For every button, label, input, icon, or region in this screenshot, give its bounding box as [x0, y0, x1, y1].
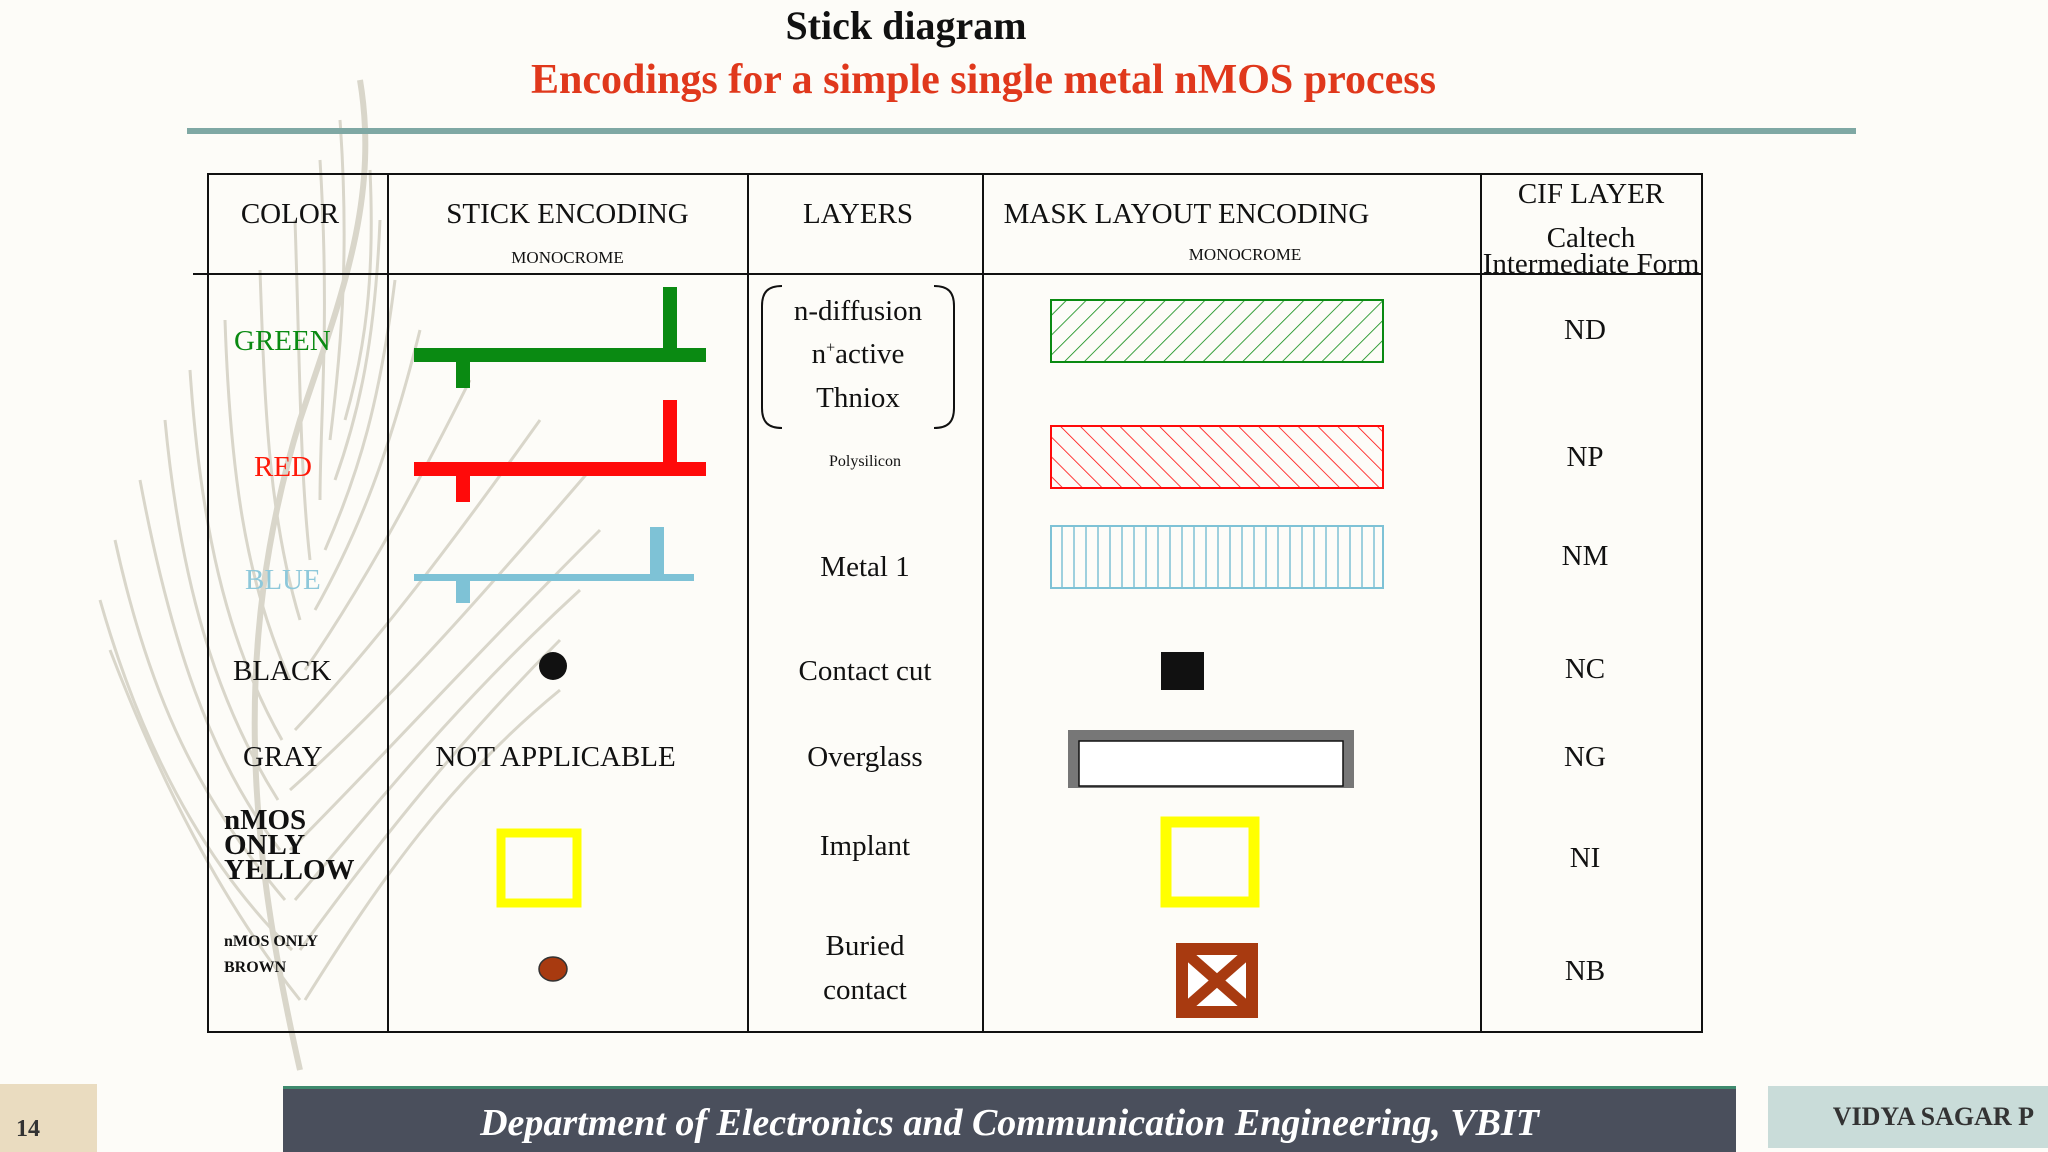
- layer-n-active-prefix: n: [811, 338, 827, 370]
- mask-blue-metal: [1050, 525, 1384, 589]
- slide-subtitle: Encodings for a simple single metal nMOS…: [531, 57, 1436, 103]
- layer-n-diffusion: n-diffusion: [793, 295, 923, 327]
- header-stick-sub: MONOCROME: [511, 248, 624, 267]
- color-blue: BLUE: [245, 564, 321, 596]
- table-header-rule: [193, 273, 1703, 275]
- header-cif-line1: CIF LAYER: [1517, 178, 1665, 210]
- mask-green-diffusion: [1050, 299, 1384, 363]
- table-border-left: [207, 173, 209, 1033]
- footer-page-number-box: 14: [0, 1084, 97, 1152]
- color-brown-label: nMOS ONLY BROWN: [224, 929, 318, 981]
- color-gray: GRAY: [243, 741, 323, 773]
- color-brown-line1: nMOS ONLY: [224, 933, 319, 950]
- table-divider-1: [387, 173, 389, 1033]
- table-border-top: [207, 173, 1703, 175]
- color-yellow-line3: YELLOW: [224, 854, 355, 886]
- header-mask-layout: MASK LAYOUT ENCODING: [1003, 198, 1370, 230]
- table-divider-3: [982, 173, 984, 1033]
- header-mask-sub: MONOCROME: [1188, 245, 1302, 264]
- stick-yellow-square: [496, 828, 582, 908]
- page-number: 14: [16, 1116, 40, 1142]
- mask-gray-overglass-inner: [1078, 740, 1344, 787]
- layer-n-active-suffix: active: [835, 338, 905, 370]
- layers-bracket: [761, 285, 955, 429]
- stick-blue: [414, 527, 694, 603]
- color-yellow-line2: ONLY: [224, 829, 306, 861]
- mask-red-polysilicon: [1050, 425, 1384, 489]
- stick-brown-dot: [538, 956, 568, 982]
- stick-encoding-symbols: [414, 287, 706, 982]
- header-cif-line2: Caltech: [1546, 222, 1636, 254]
- mask-layout-symbols: [1050, 299, 1384, 1018]
- slide-title: Stick diagram: [785, 3, 1027, 48]
- title-divider: [187, 128, 1856, 134]
- cif-nm: NM: [1561, 540, 1609, 572]
- stick-red: [414, 400, 706, 502]
- header-layers: LAYERS: [802, 198, 914, 230]
- color-brown-line2: BROWN: [224, 959, 287, 976]
- header-cif-line3: Intermediate Form: [1482, 248, 1700, 280]
- cif-ng: NG: [1564, 741, 1606, 773]
- layer-thniox: Thniox: [816, 382, 900, 414]
- layer-implant: Implant: [819, 830, 911, 862]
- table-divider-4: [1480, 173, 1482, 1033]
- color-black: BLACK: [233, 655, 332, 687]
- header-color: COLOR: [240, 198, 340, 230]
- stick-black-dot: [539, 652, 567, 680]
- layer-contact: contact: [823, 974, 907, 1006]
- cif-ni: NI: [1569, 842, 1601, 874]
- mask-brown-buried-contact: [1176, 943, 1258, 1018]
- stick-gray-not-applicable: NOT APPLICABLE: [435, 741, 676, 773]
- layer-buried: Buried: [825, 930, 905, 962]
- stick-green: [414, 287, 706, 388]
- mask-yellow-implant: [1160, 816, 1260, 908]
- cif-nc: NC: [1564, 653, 1606, 685]
- mask-black-contact: [1161, 652, 1204, 690]
- table-border-right: [1701, 173, 1703, 1033]
- color-yellow-label: nMOS ONLY YELLOW: [224, 804, 355, 886]
- department-name: Department of Electronics and Communicat…: [480, 1102, 1539, 1144]
- layer-contact-cut: Contact cut: [798, 655, 932, 687]
- layer-n-active-sup: +: [826, 339, 836, 357]
- layer-overglass: Overglass: [807, 741, 923, 773]
- header-stick-encoding: STICK ENCODING: [446, 198, 689, 230]
- layer-n-active: n+active: [749, 338, 967, 371]
- layer-metal-1: Metal 1: [820, 551, 910, 583]
- color-green: GREEN: [234, 325, 331, 357]
- author-name: VIDYA SAGAR P: [1832, 1102, 2034, 1131]
- footer-department-bar: Department of Electronics and Communicat…: [283, 1086, 1736, 1152]
- cif-nb: NB: [1564, 955, 1606, 987]
- color-yellow-line1: nMOS: [224, 804, 307, 836]
- table-border-bottom: [207, 1031, 1703, 1033]
- footer-author-box: VIDYA SAGAR P: [1768, 1086, 2048, 1148]
- cif-np: NP: [1566, 441, 1604, 473]
- color-red: RED: [254, 451, 312, 483]
- cif-nd: ND: [1564, 314, 1606, 346]
- table-divider-2: [747, 173, 749, 1033]
- layer-polysilicon: Polysilicon: [828, 453, 901, 470]
